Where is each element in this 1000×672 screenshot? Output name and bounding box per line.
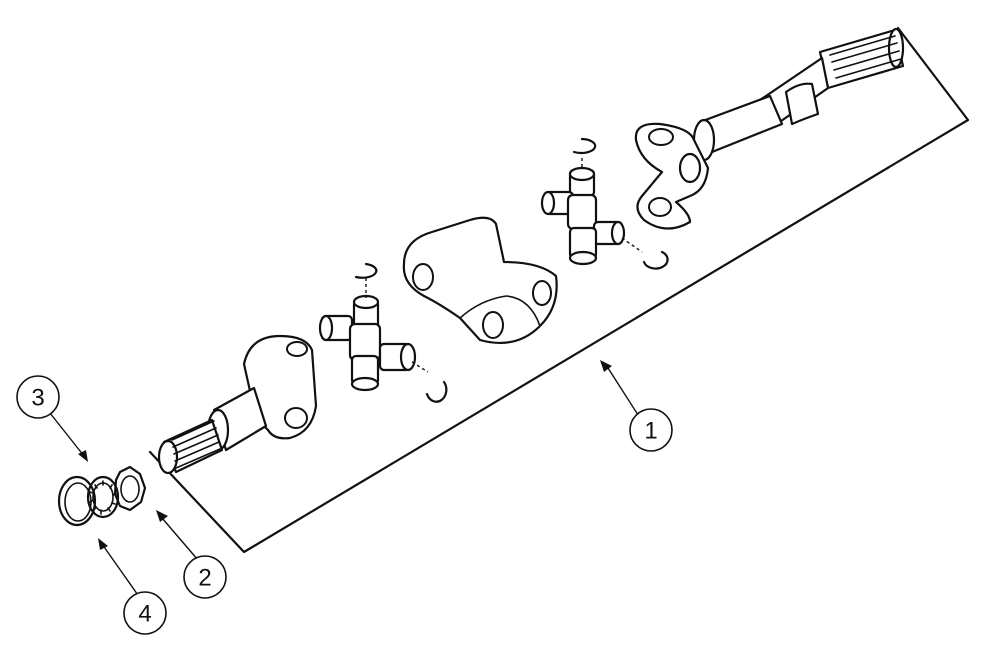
center-coupling-yoke xyxy=(402,216,558,344)
callout-1-label: 1 xyxy=(644,418,657,445)
callout-4: 4 xyxy=(123,591,167,635)
leader-4 xyxy=(101,543,141,599)
callout-1: 1 xyxy=(629,408,673,452)
callout-2: 2 xyxy=(183,555,227,599)
arrow-1 xyxy=(600,360,612,372)
splined-washer xyxy=(86,475,120,519)
leader-2 xyxy=(161,517,199,561)
thrust-washer xyxy=(113,465,147,512)
callout-4-label: 4 xyxy=(138,601,151,628)
arrow-3 xyxy=(78,450,88,462)
right-u-joint-spider xyxy=(540,158,643,266)
right-axle-shaft xyxy=(692,27,905,162)
leader-3 xyxy=(45,407,85,457)
right-yoke xyxy=(634,122,710,230)
arrow-2 xyxy=(156,510,168,522)
snap-ring-upper-right xyxy=(572,137,597,155)
assembly-bracket xyxy=(148,26,970,554)
callout-3: 3 xyxy=(16,375,60,419)
snap-ring-lower-left xyxy=(425,380,448,403)
arrow-4 xyxy=(98,538,108,550)
retaining-ring xyxy=(57,475,97,527)
retaining-ring-inner xyxy=(64,482,92,522)
callout-3-label: 3 xyxy=(31,385,44,412)
callout-2-label: 2 xyxy=(198,565,211,592)
snap-ring-upper-left xyxy=(354,262,378,279)
left-yoke-stub-shaft xyxy=(157,334,318,475)
snap-ring-lower-right xyxy=(642,250,669,270)
leader-1 xyxy=(607,367,641,419)
left-u-joint-spider xyxy=(318,278,429,392)
